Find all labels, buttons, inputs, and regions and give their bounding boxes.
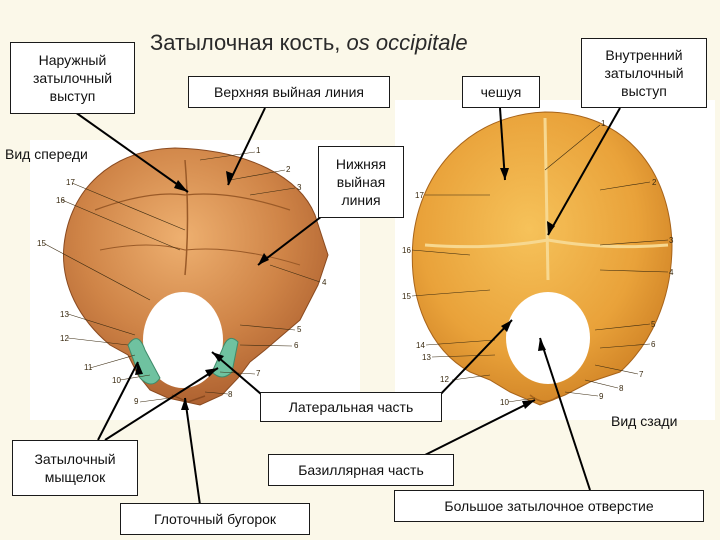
- front-number-leaders: [44, 151, 321, 403]
- front-num-8: 8: [228, 390, 233, 399]
- front-num-4: 4: [322, 278, 327, 287]
- back-num-3: 3: [669, 236, 674, 245]
- front-num-1: 1: [256, 146, 261, 155]
- title-latin: os occipitale: [346, 30, 468, 55]
- label-inferior-nuchal-line: Нижняя выйная линия: [318, 146, 404, 218]
- arrow-condyle-left: [97, 361, 139, 441]
- label-foramen-magnum: Большое затылочное отверстие: [394, 490, 704, 522]
- front-num-2: 2: [286, 165, 291, 174]
- arrow-lateral-part-right: [434, 319, 513, 401]
- back-num-14: 14: [416, 341, 425, 350]
- front-num-10: 10: [112, 376, 121, 385]
- back-num-15: 15: [402, 292, 411, 301]
- front-numbers: 1 2 3 4 5 6 7 8 9 10 11 12 13 15 16 17: [37, 146, 327, 406]
- label-superior-nuchal-line: Верхняя выйная линия: [188, 76, 390, 108]
- arrow-heads: [135, 168, 555, 410]
- back-numbers: 1 2 3 4 5 6 7 8 9 10 12 13 14 15 16 17: [402, 119, 674, 407]
- back-view-bone: [411, 111, 673, 406]
- arrow-internal-protuberance: [547, 107, 621, 236]
- label-lateral-part: Латеральная часть: [260, 392, 442, 422]
- front-num-6: 6: [294, 341, 299, 350]
- front-num-13: 13: [60, 310, 69, 319]
- front-num-9: 9: [134, 397, 139, 406]
- arrow-basilar-part: [424, 399, 536, 456]
- label-squama: чешуя: [462, 76, 540, 108]
- arrow-pharyngeal-tubercle: [184, 397, 201, 506]
- label-internal-protuberance: Внутренний затылочный выступ: [581, 38, 707, 108]
- title-main: Затылочная кость,: [150, 30, 341, 55]
- arrow-inferior-nuchal-line: [257, 209, 331, 266]
- back-foramen-magnum: [506, 292, 590, 384]
- front-num-11: 11: [84, 363, 93, 372]
- label-occipital-condyle: Затылочный мыщелок: [12, 440, 138, 496]
- label-arrows: [74, 107, 621, 506]
- back-num-6: 6: [651, 340, 656, 349]
- front-num-12: 12: [60, 334, 69, 343]
- front-num-15: 15: [37, 239, 46, 248]
- front-foramen-magnum: [143, 292, 223, 388]
- arrow-superior-nuchal-line: [227, 107, 266, 186]
- arrow-foramen-magnum: [539, 337, 591, 491]
- front-num-7: 7: [256, 369, 261, 378]
- front-num-3: 3: [297, 183, 302, 192]
- back-num-16: 16: [402, 246, 411, 255]
- back-num-13: 13: [422, 353, 431, 362]
- arrow-external-protuberance: [74, 111, 189, 193]
- label-external-protuberance: Наружный затылочный выступ: [10, 42, 135, 114]
- page-title: Затылочная кость, os occipitale: [150, 30, 468, 56]
- back-num-17: 17: [415, 191, 424, 200]
- view-front-label: Вид спереди: [5, 146, 88, 162]
- arrow-lateral-part-left: [211, 351, 269, 401]
- back-num-4: 4: [669, 268, 674, 277]
- label-basilar-part: Базиллярная часть: [268, 454, 454, 486]
- front-num-17: 17: [66, 178, 75, 187]
- back-num-5: 5: [651, 320, 656, 329]
- front-num-5: 5: [297, 325, 302, 334]
- back-num-1: 1: [601, 119, 606, 128]
- label-pharyngeal-tubercle: Глоточный бугорок: [120, 503, 310, 535]
- view-back-label: Вид сзади: [611, 413, 678, 429]
- back-number-leaders: [411, 124, 669, 403]
- back-num-7: 7: [639, 370, 644, 379]
- front-condyle-left: [127, 338, 161, 385]
- back-num-2: 2: [652, 178, 657, 187]
- arrow-condyle-right: [104, 367, 219, 441]
- back-num-9: 9: [599, 392, 604, 401]
- front-view-bone: [62, 147, 329, 406]
- back-num-10: 10: [500, 398, 509, 407]
- front-num-16: 16: [56, 196, 65, 205]
- back-num-12: 12: [440, 375, 449, 384]
- back-num-8: 8: [619, 384, 624, 393]
